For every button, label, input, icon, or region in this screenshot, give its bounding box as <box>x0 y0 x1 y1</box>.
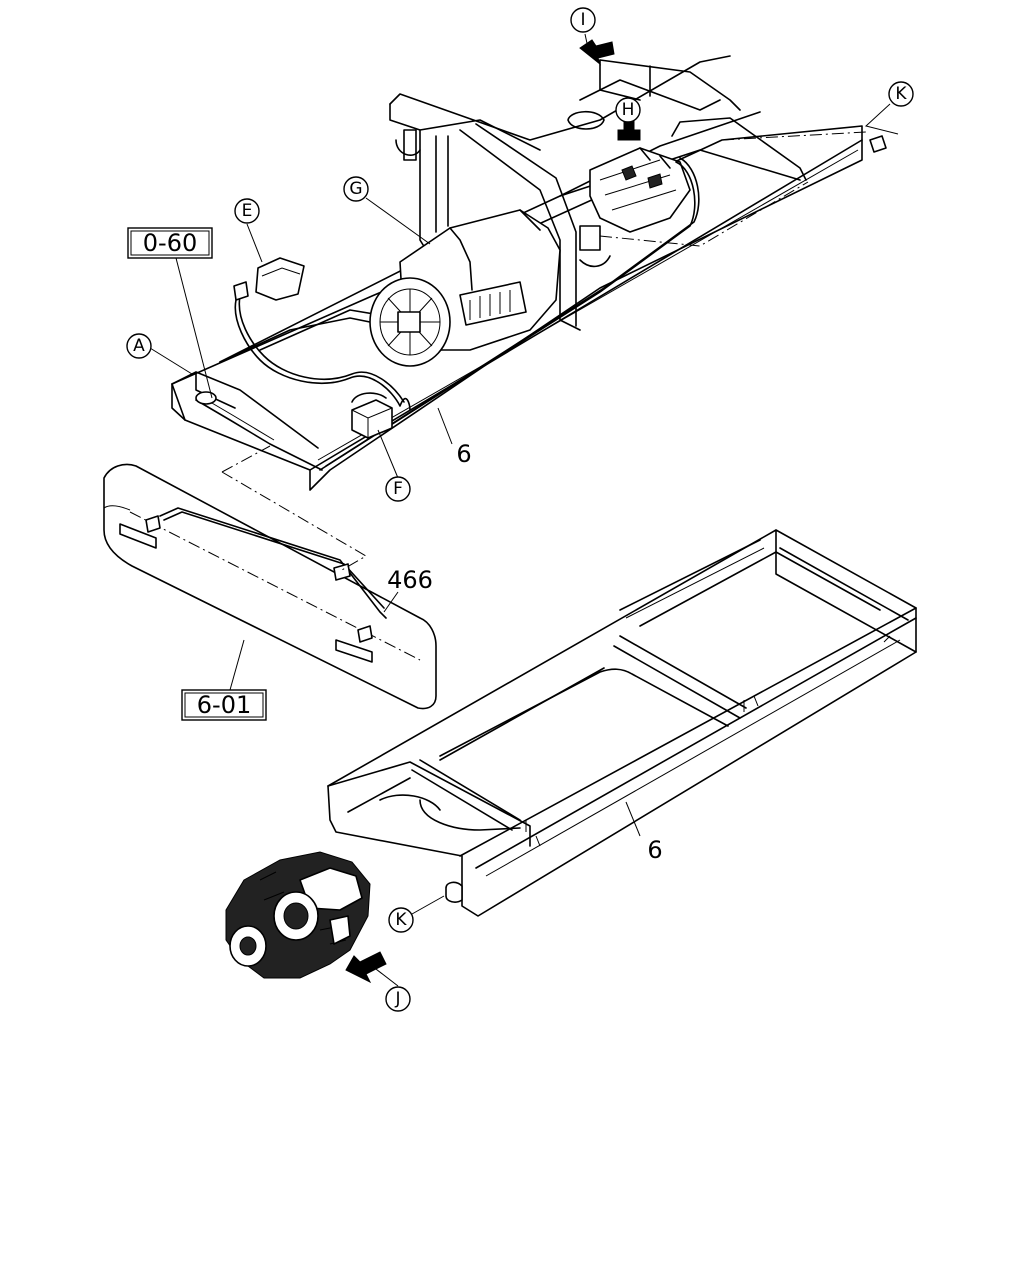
leader-bumper-connector <box>221 445 367 571</box>
svg-text:I: I <box>580 10 585 30</box>
bumper-assembly <box>103 463 437 710</box>
transmission-j <box>225 851 371 979</box>
svg-text:K: K <box>395 910 407 930</box>
callout-k-top: K <box>888 81 914 107</box>
callout-g: G <box>343 176 369 202</box>
upper-wire-harness <box>195 117 807 471</box>
connector-k-bottom <box>445 881 463 903</box>
arrow-i <box>579 39 615 66</box>
leader-lines <box>149 33 899 987</box>
rear-transmission-h <box>589 147 691 233</box>
svg-text:F: F <box>393 479 403 499</box>
connector-f <box>351 392 393 439</box>
svg-text:H: H <box>622 100 635 120</box>
svg-text:K: K <box>895 84 907 104</box>
connector-e <box>233 257 305 301</box>
part-number-466: 466 <box>387 566 433 594</box>
callout-a: A <box>126 333 152 359</box>
svg-text:6-01: 6-01 <box>197 691 251 719</box>
svg-text:J: J <box>394 989 400 1009</box>
connector-k-top <box>869 135 887 153</box>
reference-6-01[interactable]: 6-01 <box>181 689 267 721</box>
svg-text:0-60: 0-60 <box>143 229 197 257</box>
callout-i: I <box>570 7 596 33</box>
callout-j: J <box>385 986 411 1012</box>
lower-chassis-frame <box>327 529 917 917</box>
part-number-6-lower: 6 <box>647 836 662 864</box>
svg-text:G: G <box>349 179 362 199</box>
callout-f: F <box>385 476 411 502</box>
svg-text:E: E <box>242 201 253 221</box>
callout-h: H <box>615 97 641 123</box>
upper-chassis-frame <box>171 55 867 491</box>
part-number-6-upper: 6 <box>456 440 471 468</box>
callout-e: E <box>234 198 260 224</box>
svg-text:A: A <box>133 336 145 356</box>
callout-k-bottom: K <box>388 907 414 933</box>
engine-assembly <box>369 209 561 367</box>
reference-0-60[interactable]: 0-60 <box>127 227 213 259</box>
arrow-j <box>345 951 387 984</box>
